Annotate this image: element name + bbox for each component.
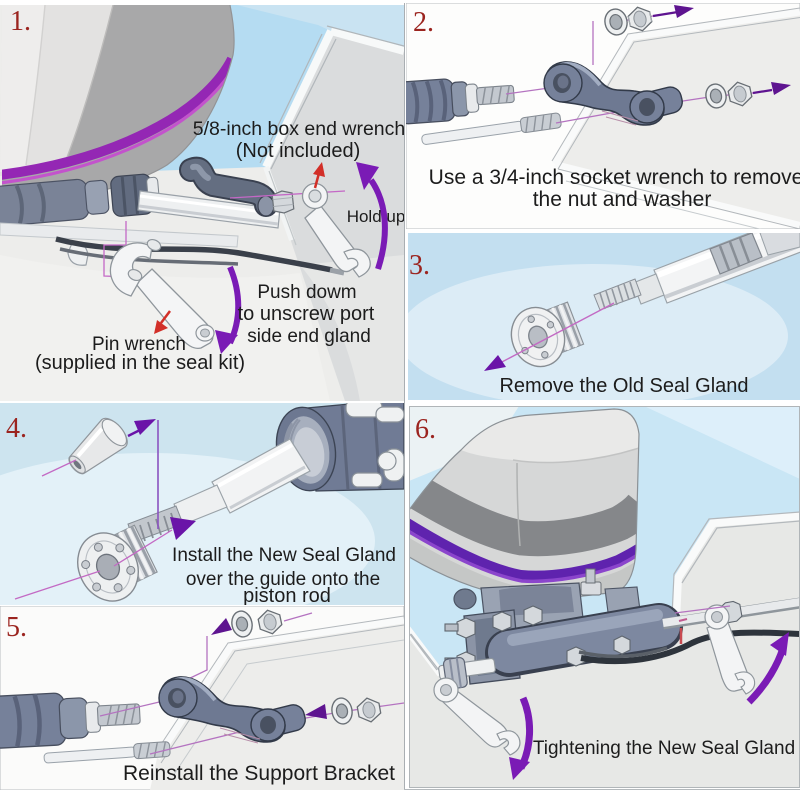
svg-text:piston rod: piston rod xyxy=(243,585,331,605)
svg-text:Use a 3/4-inch socket wrench t: Use a 3/4-inch socket wrench to remove xyxy=(429,166,800,189)
svg-text:to unscrew port: to unscrew port xyxy=(238,303,375,325)
svg-text:Remove the Old Seal Gland: Remove the Old Seal Gland xyxy=(499,375,748,397)
svg-text:Reinstall the Support Bracket: Reinstall the Support Bracket xyxy=(123,762,395,785)
svg-text:Tightening the New Seal Gland: Tightening the New Seal Gland xyxy=(533,738,795,759)
svg-text:Hold up: Hold up xyxy=(347,207,404,226)
svg-text:2.: 2. xyxy=(413,7,434,38)
svg-text:the nut and washer: the nut and washer xyxy=(533,188,712,211)
svg-text:6.: 6. xyxy=(415,414,436,445)
svg-text:1.: 1. xyxy=(10,6,31,37)
svg-text:4.: 4. xyxy=(6,413,27,444)
svg-text:Pin wrench: Pin wrench xyxy=(92,334,186,355)
svg-text:Install the New Seal Gland: Install the New Seal Gland xyxy=(172,545,396,566)
svg-text:5/8-inch box end wrench: 5/8-inch box end wrench xyxy=(193,118,404,140)
svg-text:(supplied in the seal kit): (supplied in the seal kit) xyxy=(35,352,245,374)
svg-text:(Not included): (Not included) xyxy=(236,140,361,162)
svg-text:over the guide onto the: over the guide onto the xyxy=(186,569,380,590)
svg-text:5.: 5. xyxy=(6,612,27,643)
svg-text:Push dowm: Push dowm xyxy=(257,282,356,303)
svg-text:3.: 3. xyxy=(409,250,430,281)
svg-text:side end gland: side end gland xyxy=(247,326,371,347)
